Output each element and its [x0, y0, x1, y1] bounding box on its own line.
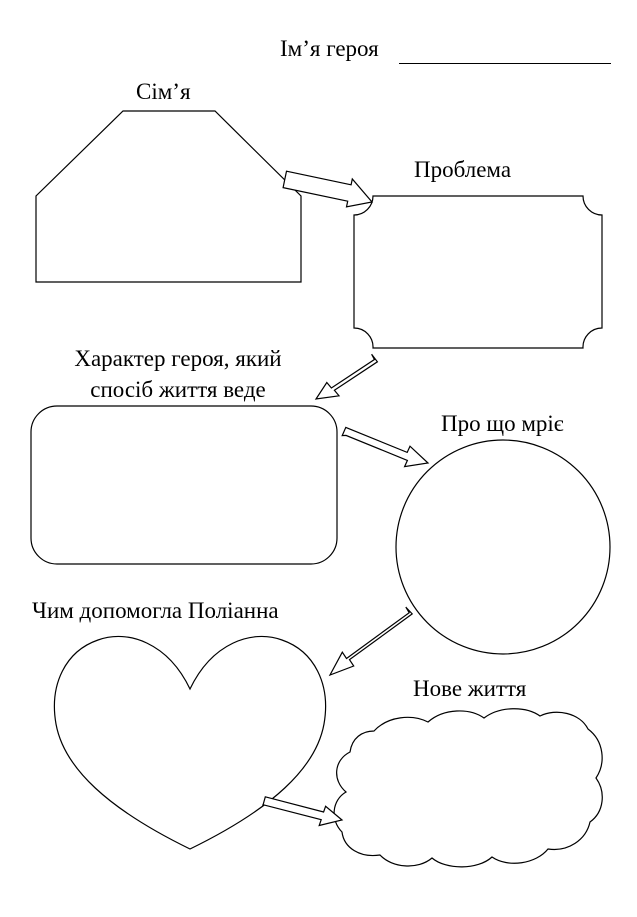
problem-box[interactable]: [353, 195, 603, 349]
character-label: Характер героя, який спосіб життя веде: [74, 346, 282, 402]
dream-circle[interactable]: [395, 439, 611, 655]
arrow-help-to-newlife: [262, 796, 344, 827]
problem-label: Проблема: [414, 157, 512, 182]
arrow-dream-to-help: [328, 606, 414, 677]
arrow-family-to-problem: [282, 170, 374, 208]
new-life-label: Нове життя: [413, 676, 527, 701]
character-box[interactable]: [30, 405, 338, 565]
help-heart[interactable]: [53, 635, 327, 850]
new-life-cloud[interactable]: [333, 708, 603, 868]
help-label: Чим допомогла Поліанна: [32, 598, 279, 623]
hero-name-label: Ім’я героя: [280, 36, 379, 61]
arrow-problem-to-character: [314, 353, 379, 400]
family-box[interactable]: [35, 110, 302, 283]
dream-label: Про що мріє: [441, 411, 564, 436]
arrow-character-to-dream: [341, 426, 430, 468]
hero-name-blank-line[interactable]: [399, 63, 611, 64]
family-label: Сім’я: [136, 79, 191, 104]
